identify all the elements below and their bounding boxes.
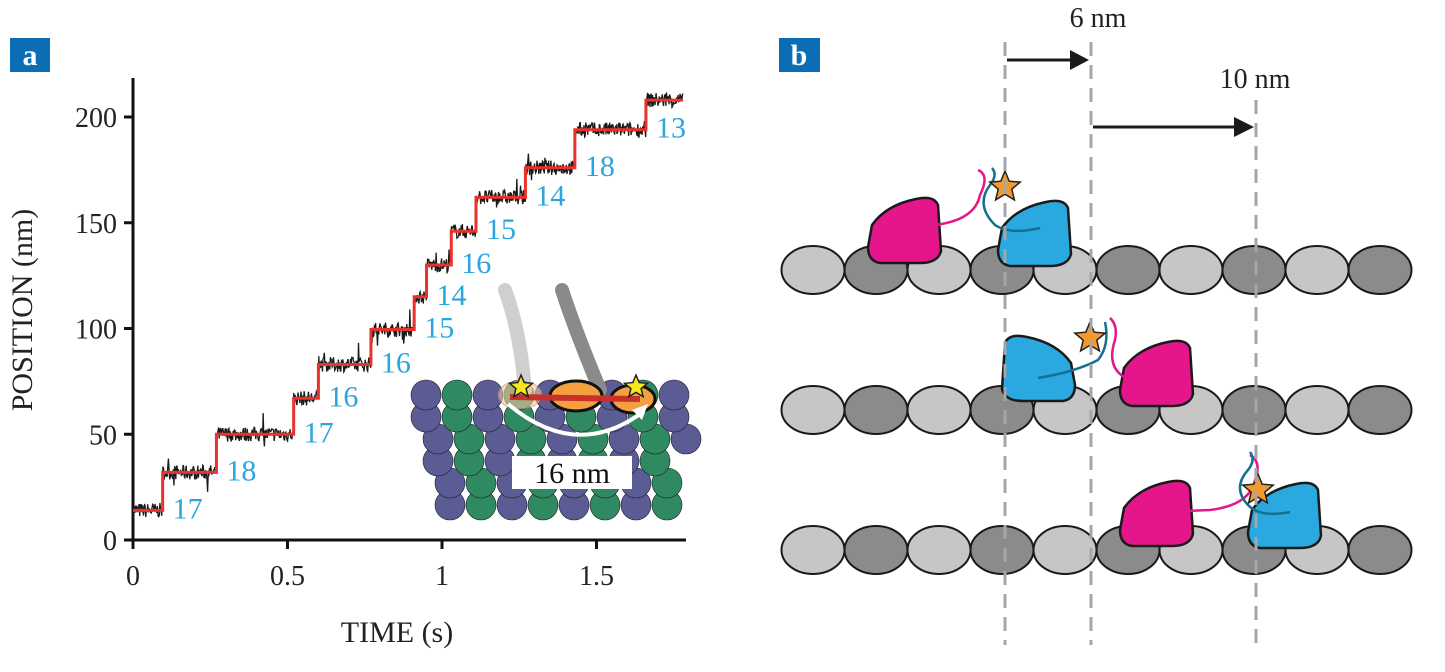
arrow-6nm-head (1070, 50, 1089, 70)
panel-b-diagram (780, 42, 1413, 645)
step-size-label: 14 (535, 179, 565, 212)
step-size-label: 16 (328, 380, 358, 413)
motor-head-magenta (1118, 479, 1195, 548)
step-size-label: 17 (173, 492, 203, 525)
neck-linker-blue (982, 167, 1041, 233)
fluorophore-star-icon (507, 373, 535, 399)
tubulin-subunit (969, 525, 1035, 575)
chart-axes: 0 0.5 1 1.5 0 50 100 150 200 (75, 78, 686, 592)
panel-b-badge: b (779, 38, 820, 72)
tubulin-subunit (906, 525, 972, 575)
x-tick-label: 1 (435, 561, 449, 592)
motor-head-blue-shape (996, 199, 1073, 268)
tubulin-subunit (906, 385, 972, 435)
inset-label: 16 nm (534, 457, 610, 490)
panel-a-badge: a (10, 38, 50, 72)
kinesin-stalk-faded (498, 283, 532, 397)
neck-linker (509, 394, 641, 402)
step-arrow-head (632, 404, 648, 420)
step-size-label: 14 (437, 279, 467, 312)
y-tick-label: 100 (75, 315, 117, 346)
step-size-label: 15 (486, 213, 516, 246)
motor-head-blue-shape (1000, 334, 1077, 403)
tubulin-subunit (441, 379, 473, 411)
kinesin-stalk (555, 283, 607, 397)
panel-a-label: a (23, 39, 38, 72)
tubulin-subunit (1347, 245, 1413, 295)
motor-head-blue (996, 199, 1073, 268)
tubulin-subunit (1221, 385, 1287, 435)
tubulin-subunit (1284, 245, 1350, 295)
x-axis-label: TIME (s) (341, 616, 453, 649)
tubulin-subunit (1221, 245, 1287, 295)
tubulin-subunit (658, 379, 690, 411)
tubulin-subunit (843, 525, 909, 575)
step-size-label: 16 (461, 247, 491, 280)
step-size-label: 15 (424, 312, 454, 345)
step-fit-line (133, 98, 684, 512)
tubulin-subunit (780, 525, 846, 575)
motor-head-magenta-shape (1118, 339, 1195, 408)
neck-linker-magenta (884, 168, 986, 230)
tubulin-subunit (780, 385, 846, 435)
tubulin-subunit (1347, 525, 1413, 575)
y-tick-label: 200 (75, 103, 117, 134)
step-fit (133, 98, 684, 512)
tubulin-subunit (780, 245, 846, 295)
motor-head-magenta (866, 196, 943, 265)
tubulin-subunit (843, 385, 909, 435)
step-size-label: 16 (381, 346, 411, 379)
step-size-label: 18 (226, 454, 256, 487)
y-axis-label: POSITION (nm) (6, 209, 39, 412)
inset-label-box: 16 nm (512, 456, 632, 490)
step-size-label: 13 (656, 112, 686, 145)
y-tick-label: 150 (75, 209, 117, 240)
tubulin-subunit (1347, 385, 1413, 435)
step-10nm-label: 10 nm (1220, 64, 1291, 95)
step-arrow (506, 402, 642, 437)
x-tick-label: 1.5 (579, 561, 614, 592)
y-tick-label: 0 (103, 526, 117, 557)
tubulin-subunit (1158, 245, 1224, 295)
motor-head-magenta-shape (866, 196, 943, 265)
fluorophore-star-icon (622, 373, 650, 399)
x-tick-label: 0.5 (270, 561, 305, 592)
tubulin-subunit (1095, 245, 1161, 295)
step-size-label: 18 (585, 150, 615, 183)
step-size-label: 17 (304, 416, 334, 449)
neck-linker-blue (1037, 321, 1108, 380)
tubulin-subunit (1032, 525, 1098, 575)
microtubule-row (780, 385, 1413, 435)
motor-head-blue (1000, 334, 1077, 403)
tubulin-subunit (410, 379, 442, 411)
neck-linker-magenta (1109, 317, 1165, 382)
arrow-10nm-head (1234, 117, 1254, 137)
panel-b-label: b (791, 39, 808, 72)
y-tick-label: 50 (89, 420, 117, 451)
tubulin-subunit (1284, 385, 1350, 435)
motor-head-magenta (1118, 339, 1195, 408)
neck-linker-blue (1238, 451, 1291, 516)
x-tick-label: 0 (126, 561, 140, 592)
fluorophore-star-icon (1240, 472, 1276, 505)
motor-head-magenta-shape (1118, 479, 1195, 548)
microtubule-row (780, 245, 1413, 295)
step-6nm-label: 6 nm (1070, 3, 1127, 34)
